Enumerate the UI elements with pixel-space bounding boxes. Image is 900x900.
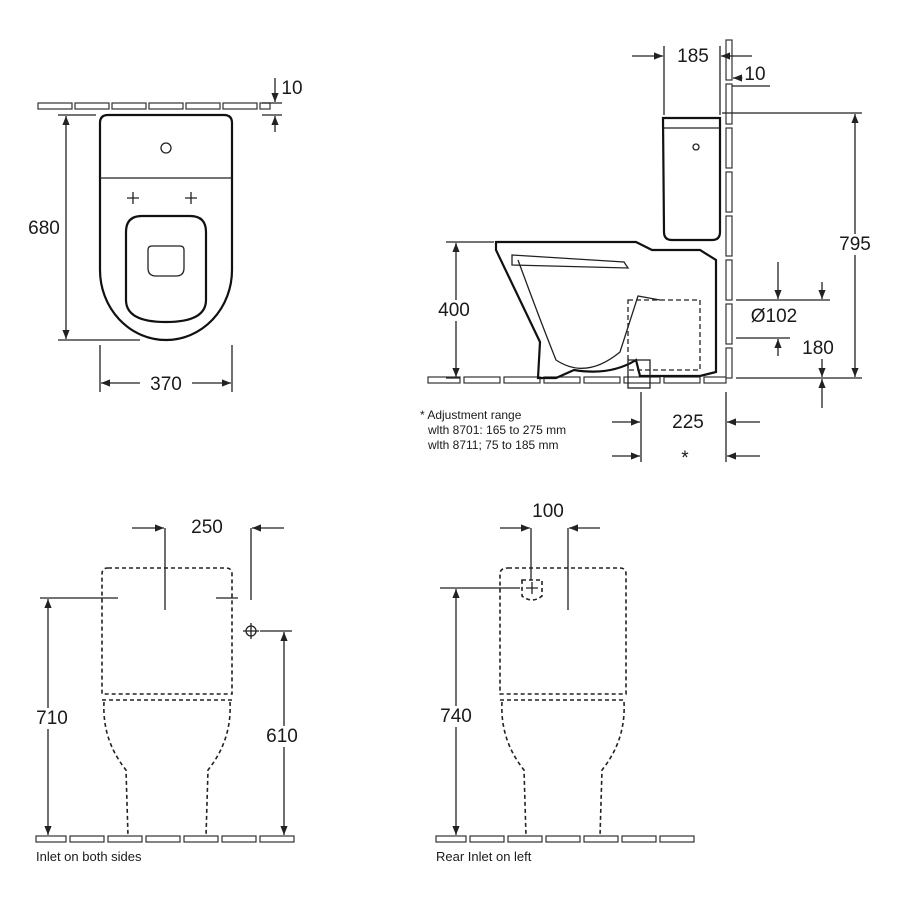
label-background (438, 706, 474, 727)
label-background (189, 517, 225, 538)
front-right-floor (435, 835, 695, 843)
top-view-wall (37, 102, 271, 110)
dim-label-795: 795 (839, 234, 871, 255)
label-background (148, 374, 184, 395)
front-right-dim-offset: 100 (500, 501, 600, 610)
top-view-dim-width: 370 (99, 345, 233, 395)
adjustment-note: * Adjustment range wlth 8701: 165 to 275… (420, 408, 566, 452)
label-background (26, 218, 62, 239)
front-left-floor (35, 835, 295, 843)
note-title: * Adjustment range (420, 408, 522, 422)
front-right-dim-total: 740 (438, 587, 520, 835)
label-background (675, 46, 711, 67)
note-line-8701: wlth 8701: 165 to 275 mm (427, 423, 566, 437)
label-background (34, 708, 70, 729)
dim-label-225: 225 (672, 412, 704, 433)
label-background (800, 338, 836, 359)
side-view-dim-seat: 400 (436, 241, 494, 379)
label-background (670, 412, 706, 433)
dim-label-d102: Ø102 (751, 306, 797, 327)
side-view-dim-cistern: 185 (632, 46, 752, 115)
label-background (742, 64, 768, 85)
dim-label-400: 400 (438, 300, 470, 321)
caption-inlet-both-sides: Inlet on both sides (36, 849, 142, 864)
side-view-dim-outlet: Ø102 180 (736, 262, 836, 408)
front-left-dim-inlet-height: 610 (260, 630, 300, 835)
front-view-left: 250 710 610 Inlet on both sides (34, 517, 300, 864)
dim-label-370: 370 (150, 374, 182, 395)
side-view: 185 10 795 400 Ø102 180 (420, 39, 873, 469)
label-background (748, 306, 800, 327)
front-right-outline (499, 567, 627, 837)
front-view-right: 100 740 Rear Inlet on left (435, 501, 695, 864)
front-left-inlet-marker (243, 623, 259, 639)
label-background (837, 234, 873, 255)
side-view-floor (427, 376, 727, 384)
dim-label-680: 680 (28, 218, 60, 239)
dim-label-740: 740 (440, 706, 472, 727)
dim-label-10-side: 10 (744, 64, 765, 85)
note-line-8711: wlth 8711; 75 to 185 mm (427, 438, 559, 452)
label-background (279, 78, 305, 99)
front-left-dim-spacing: 250 (132, 517, 284, 610)
side-view-dim-distance: 225 * (612, 392, 760, 469)
front-left-dim-total: 710 (34, 597, 96, 835)
top-view-dim-depth: 680 (26, 114, 140, 341)
label-background (530, 501, 566, 522)
front-left-outline (96, 567, 238, 837)
dim-label-610: 610 (266, 726, 298, 747)
label-background (436, 300, 472, 321)
dim-label-710: 710 (36, 708, 68, 729)
caption-rear-inlet-left: Rear Inlet on left (436, 849, 532, 864)
side-view-dim-gap: 10 (732, 64, 770, 87)
dim-label-250: 250 (191, 517, 223, 538)
dim-label-100: 100 (532, 501, 564, 522)
top-view: 680 370 10 (26, 78, 305, 395)
top-view-outline (98, 113, 234, 342)
dim-label-180: 180 (802, 338, 834, 359)
label-background (679, 448, 692, 469)
dim-label-10-top: 10 (281, 78, 302, 99)
asterisk-label: * (681, 448, 689, 469)
dim-label-185: 185 (677, 46, 709, 67)
label-background (264, 726, 300, 747)
side-view-wall (725, 39, 733, 379)
side-view-toilet (494, 116, 722, 389)
top-view-dim-gap: 10 (262, 78, 305, 132)
side-view-dim-height: 795 (722, 112, 873, 379)
